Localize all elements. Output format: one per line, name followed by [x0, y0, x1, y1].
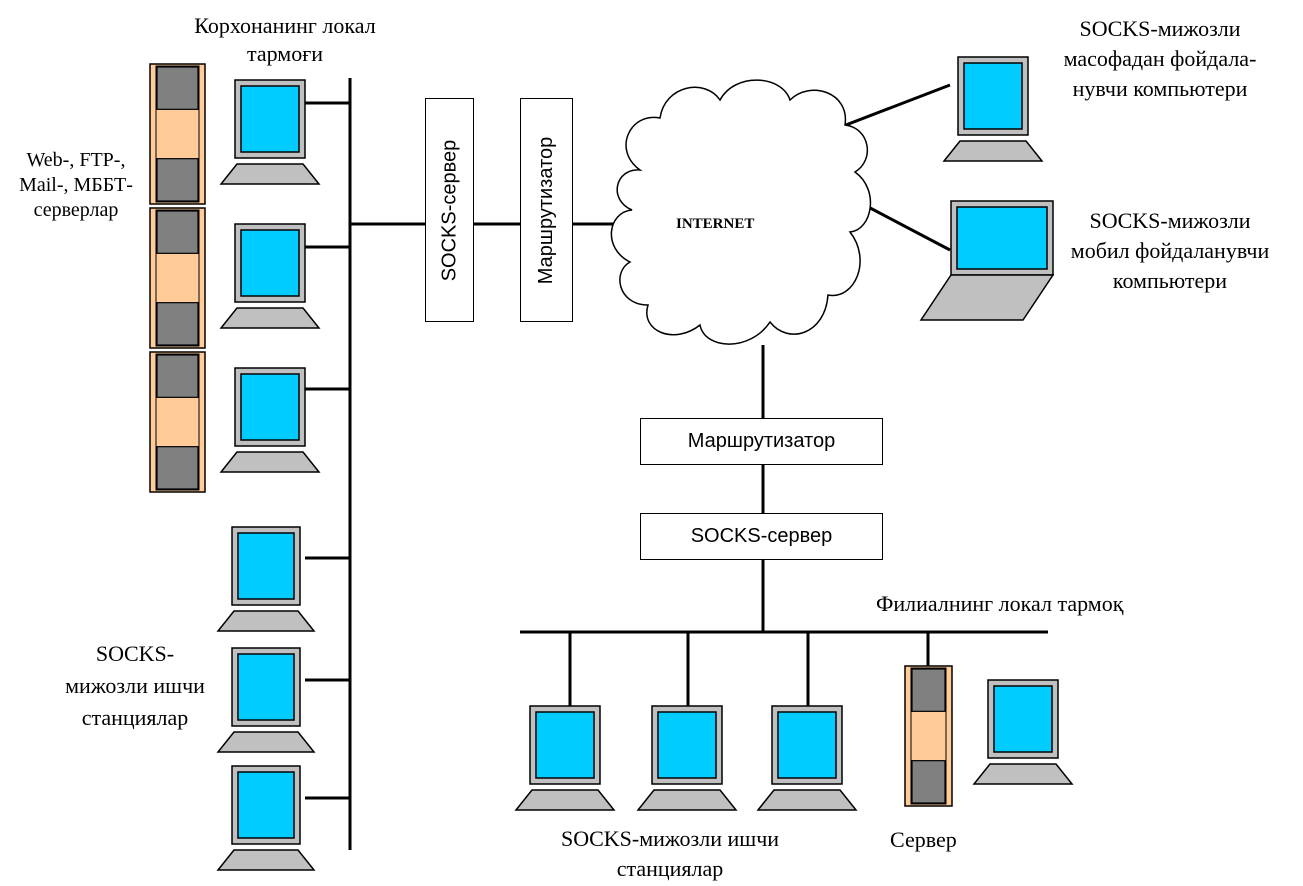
router-hq-box: Маршрутизатор — [520, 98, 573, 322]
screen-icon — [956, 206, 1048, 270]
drive-bay-icon — [911, 760, 946, 804]
branch-workstation-1 — [514, 705, 616, 811]
branch-workstation-3 — [756, 705, 858, 811]
drive-bay-icon — [156, 158, 199, 202]
hq-lan-line-2: тармоғи — [246, 41, 324, 66]
remote-client-line-3: нувчи компьютери — [1072, 76, 1248, 101]
hq-computer-1 — [219, 79, 321, 185]
drive-bay-icon — [156, 66, 199, 110]
keyboard-icon — [216, 849, 316, 871]
screen-icon — [535, 711, 595, 779]
keyboard-icon — [219, 307, 321, 329]
keyboard-icon — [216, 610, 316, 632]
socks-ws-left-line-1: SOCKS- — [95, 641, 175, 666]
hq-computer-3 — [219, 367, 321, 473]
socks-workstations-bottom-label: SOCKS-мижозли ишчи станциялар — [520, 824, 820, 884]
mobile-client-line-1: SOCKS-мижозли — [1089, 208, 1251, 233]
keyboard-icon — [972, 763, 1074, 785]
screen-icon — [237, 771, 295, 839]
screen-icon — [240, 373, 300, 441]
branch-server-label: Сервер — [890, 827, 957, 852]
socks-ws-bottom-line-2: станциялар — [616, 856, 724, 881]
hq-lan-line-1: Корхонанинг локал — [194, 13, 376, 38]
drive-bay-icon — [156, 302, 199, 346]
screen-icon — [237, 532, 295, 600]
remote-client-line-1: SOCKS-мижозли — [1079, 16, 1241, 41]
hq-workstation-2 — [216, 647, 316, 753]
branch-lan-label: Филиалнинг локал тармоқ — [876, 591, 1124, 616]
router-hq-label: Маршрутизатор — [535, 136, 558, 284]
keyboard-icon — [216, 731, 316, 753]
branch-server — [904, 665, 953, 807]
hq-workstation-3 — [216, 765, 316, 871]
remote-client-line-2: масофадан фойдала- — [1063, 46, 1257, 71]
socks-server-branch-label: SOCKS-сервер — [690, 525, 833, 547]
socks-server-hq-label: SOCKS-сервер — [438, 139, 461, 281]
hq-server-3 — [149, 351, 206, 493]
screen-icon — [240, 229, 300, 297]
remote-computer — [942, 56, 1044, 162]
socks-server-branch-box: SOCKS-сервер — [640, 513, 883, 560]
servers-line-2: Mail-, МББТ- — [19, 174, 133, 196]
socks-ws-left-line-3: станциялар — [81, 705, 189, 730]
keyboard-icon — [514, 789, 616, 811]
internet-cloud — [610, 79, 872, 345]
laptop-base-icon — [919, 274, 1055, 321]
remote-client-label: SOCKS-мижозли масофадан фойдала- нувчи к… — [1020, 14, 1300, 104]
drive-bay-icon — [156, 446, 199, 490]
screen-icon — [237, 653, 295, 721]
screen-icon — [240, 85, 300, 153]
screen-icon — [993, 685, 1053, 753]
socks-ws-bottom-line-1: SOCKS-мижозли ишчи — [560, 826, 780, 851]
internet-label: INTERNET — [676, 216, 755, 232]
hq-lan-title: Корхонанинг локал тармоғи — [160, 12, 410, 68]
drive-bay-icon — [156, 210, 199, 254]
screen-icon — [657, 711, 717, 779]
keyboard-icon — [636, 789, 738, 811]
drive-bay-icon — [911, 668, 946, 712]
socks-server-hq-box: SOCKS-сервер — [425, 98, 474, 322]
keyboard-icon — [219, 163, 321, 185]
servers-line-1: Web-, FTP-, — [26, 149, 126, 171]
hq-computer-2 — [219, 223, 321, 329]
mobile-client-line-3: компьютери — [1112, 268, 1228, 293]
servers-line-3: серверлар — [33, 199, 119, 221]
branch-computer — [972, 679, 1074, 785]
mobile-laptop — [919, 200, 1055, 321]
mobile-client-label: SOCKS-мижозли мобил фойдаланувчи компьют… — [1040, 206, 1300, 296]
keyboard-icon — [942, 140, 1044, 162]
mobile-client-line-2: мобил фойдаланувчи — [1070, 238, 1270, 263]
router-branch-box: Маршрутизатор — [640, 418, 883, 465]
drive-bay-icon — [156, 354, 199, 398]
router-branch-label: Маршрутизатор — [687, 430, 836, 452]
screen-icon — [777, 711, 837, 779]
hq-workstation-1 — [216, 526, 316, 632]
servers-label: Web-, FTP-, Mail-, МББТ- серверлар — [6, 148, 146, 223]
socks-ws-left-line-2: мижозли ишчи — [65, 673, 205, 698]
hq-server-2 — [149, 207, 206, 349]
hq-server-1 — [149, 63, 206, 205]
socks-workstations-left-label: SOCKS- мижозли ишчи станциялар — [40, 638, 230, 734]
keyboard-icon — [756, 789, 858, 811]
branch-workstation-2 — [636, 705, 738, 811]
screen-icon — [963, 62, 1023, 130]
keyboard-icon — [219, 451, 321, 473]
